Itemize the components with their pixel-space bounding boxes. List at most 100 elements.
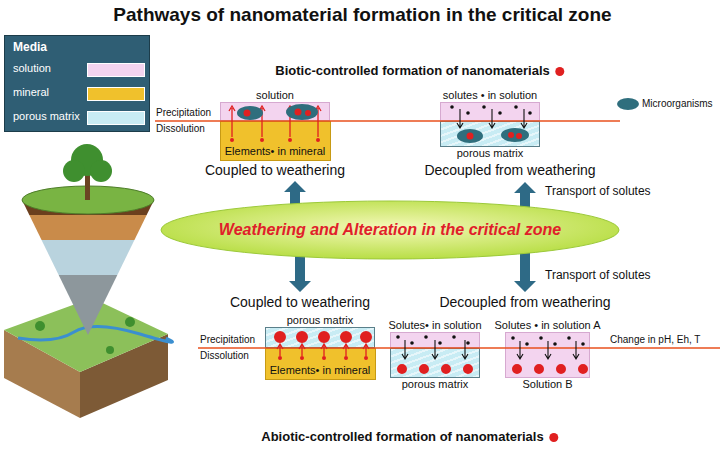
text: solutes • in solution bbox=[443, 89, 537, 101]
label-holder: Transport of solutes bbox=[545, 268, 651, 282]
text: porous matrix bbox=[457, 147, 524, 159]
text-holder: Solutes• in solution bbox=[388, 319, 481, 333]
nanoparticle bbox=[305, 110, 311, 116]
caption-label: Decoupled from weathering bbox=[424, 162, 595, 178]
nanoparticles bbox=[397, 364, 473, 374]
note-label: Precipitation bbox=[200, 334, 255, 345]
text: Solutes• in solution bbox=[388, 319, 481, 331]
text-holder: porous matrix bbox=[457, 146, 524, 160]
caption-label: Coupled to weathering bbox=[230, 294, 370, 310]
legend-text-holder: porous matrix bbox=[13, 110, 80, 123]
microorganism bbox=[286, 104, 318, 120]
nanoparticles bbox=[512, 364, 588, 374]
caption-label: Decoupled from weathering bbox=[439, 294, 610, 310]
note-label: Precipitation bbox=[156, 107, 211, 118]
nanoparticle bbox=[244, 110, 251, 117]
critical-zone-column bbox=[0, 195, 170, 337]
microorganism bbox=[501, 128, 529, 142]
label-holder: Coupled to weathering bbox=[230, 294, 370, 311]
solute-dots bbox=[396, 335, 470, 345]
process-ellipse: Weathering and Alteration in the critica… bbox=[160, 200, 620, 260]
landscape-tree bbox=[106, 346, 114, 354]
nanoparticle bbox=[516, 133, 522, 139]
text-holder: porous matrix bbox=[287, 314, 354, 328]
text: Solution B bbox=[522, 378, 572, 390]
text: Solutes • in solution A bbox=[495, 319, 601, 331]
note-label: Dissolution bbox=[156, 123, 205, 134]
text: porous matrix bbox=[402, 378, 469, 390]
label-holder: Dissolution bbox=[200, 350, 249, 362]
label-holder: Precipitation bbox=[156, 107, 211, 119]
label-holder: Microorganisms bbox=[642, 98, 713, 110]
legend-text-holder: solution bbox=[13, 62, 51, 75]
label-holder: Decoupled from weathering bbox=[439, 294, 610, 311]
saprolite-layer bbox=[0, 240, 170, 275]
bedrock-layer bbox=[0, 275, 170, 337]
text: Pathways of nanomaterial formation in th… bbox=[113, 4, 611, 25]
legend-swatch bbox=[87, 87, 145, 101]
label-holder: Transport of solutes bbox=[545, 184, 651, 198]
solution-box: solutes • in solution bbox=[440, 102, 540, 121]
label-holder: Media bbox=[13, 40, 47, 54]
text: solution bbox=[256, 89, 294, 101]
label-holder: Biotic-controlled formation of nanomater… bbox=[275, 63, 564, 79]
element-dots bbox=[230, 138, 320, 142]
text: porous matrix bbox=[287, 314, 354, 326]
nanoparticle bbox=[508, 132, 514, 138]
text-holder: Elements• in mineral bbox=[221, 145, 330, 158]
landscape-tree bbox=[35, 321, 45, 331]
boundary-line bbox=[198, 347, 720, 349]
legend-panel: Media solution mineral porous matrix bbox=[4, 35, 150, 132]
label-holder: Dissolution bbox=[156, 123, 205, 135]
legend-text: porous matrix bbox=[13, 110, 80, 122]
transport-arrows bbox=[457, 109, 527, 128]
note-label: Transport of solutes bbox=[545, 184, 651, 198]
text-holder: Solutes • in solution A bbox=[495, 319, 601, 333]
text: Elements• in mineral bbox=[225, 145, 325, 157]
caption-label: Biotic-controlled formation of nanomater… bbox=[275, 63, 564, 78]
note-label: Change in pH, Eh, T bbox=[610, 334, 700, 345]
legend-text-holder: mineral bbox=[13, 86, 49, 99]
nanoparticle bbox=[467, 133, 474, 140]
landscape-tree bbox=[125, 317, 135, 327]
note-label: Transport of solutes bbox=[545, 268, 651, 282]
microorganism bbox=[237, 106, 263, 120]
note-label: Microorganisms bbox=[642, 98, 713, 109]
text-holder: Solution B bbox=[522, 377, 572, 391]
text-holder: solution bbox=[256, 89, 294, 103]
text: Elements• in mineral bbox=[270, 364, 370, 376]
transport-arrows bbox=[402, 340, 468, 359]
legend-swatch bbox=[87, 111, 145, 125]
text-holder: Weathering and Alteration in the critica… bbox=[160, 220, 620, 239]
release-arrows bbox=[229, 106, 321, 137]
solute-dots bbox=[450, 105, 532, 115]
release-arrows bbox=[277, 344, 369, 356]
text: Weathering and Alteration in the critica… bbox=[219, 221, 561, 238]
title-holder: Pathways of nanomaterial formation in th… bbox=[0, 4, 725, 27]
label-holder: Precipitation bbox=[200, 334, 255, 346]
legend-swatch bbox=[87, 63, 145, 77]
element-dots bbox=[278, 356, 368, 360]
label-holder: Coupled to weathering bbox=[205, 162, 345, 179]
transport-arrows bbox=[517, 341, 579, 359]
label-holder: Abiotic-controlled formation of nanomate… bbox=[261, 429, 558, 445]
mineral-box: Elements• in mineral bbox=[220, 121, 331, 161]
note-label: Dissolution bbox=[200, 350, 249, 361]
text-holder: solutes • in solution bbox=[443, 89, 537, 103]
tree-crown bbox=[63, 160, 85, 182]
text-holder: porous matrix bbox=[402, 377, 469, 391]
subsoil-layer bbox=[0, 215, 170, 240]
label-holder: Decoupled from weathering bbox=[424, 162, 595, 179]
note-label: Media bbox=[13, 40, 47, 54]
caption-label: Coupled to weathering bbox=[205, 162, 345, 178]
ellipse-shape bbox=[161, 201, 619, 259]
legend-text: mineral bbox=[13, 86, 49, 98]
label-holder: Change in pH, Eh, T bbox=[610, 334, 700, 346]
legend-text: solution bbox=[13, 62, 51, 74]
tree-crown bbox=[90, 160, 112, 182]
mineral-box: Elements• in mineral bbox=[265, 348, 376, 380]
nanoparticle bbox=[295, 109, 302, 116]
caption-label: Abiotic-controlled formation of nanomate… bbox=[261, 429, 558, 444]
